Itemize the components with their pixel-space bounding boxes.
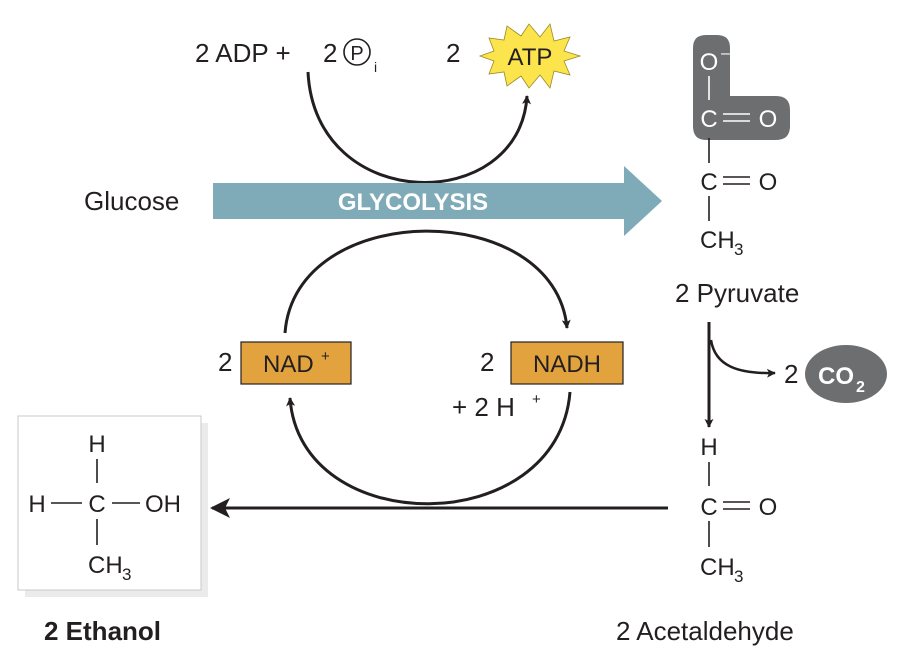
- pyruvate-c1: C: [700, 106, 717, 133]
- nad-cycle: 2 NAD + 2 NADH + 2 H +: [218, 229, 624, 506]
- ethanol-oh: OH: [145, 491, 181, 518]
- ethanol-name: 2 Ethanol: [44, 616, 161, 646]
- acetaldehyde-h: H: [700, 434, 717, 461]
- carboxyl-highlight: [693, 35, 790, 140]
- ethanol-c: C: [88, 491, 105, 518]
- nadh-coefficient: 2: [480, 347, 494, 377]
- acetaldehyde-ch3-subscript: 3: [734, 567, 743, 586]
- pyruvate-ch3-subscript: 3: [734, 240, 743, 259]
- nad-label: NAD: [263, 351, 314, 378]
- pyruvate-o2: O: [759, 169, 778, 196]
- nad-box: [240, 341, 352, 385]
- nad-coefficient: 2: [218, 347, 232, 377]
- phosphate-subscript: i: [374, 59, 377, 75]
- starburst-icon: [478, 23, 582, 89]
- ethanol-ch3-subscript: 3: [122, 565, 131, 584]
- co2-subscript: 2: [856, 379, 865, 396]
- ethanol-box: H H C OH CH 3: [17, 415, 208, 597]
- nadh-box: [510, 341, 624, 385]
- nadh-label: NADH: [533, 351, 601, 378]
- proton-charge: +: [532, 391, 541, 408]
- ethanol-h-left: H: [28, 491, 45, 518]
- nadh-protons: + 2 H: [452, 392, 515, 422]
- nad-to-nadh-arrow: [283, 229, 571, 334]
- acetaldehyde-o: O: [759, 494, 778, 521]
- decarboxylation-step: 2 CO 2: [704, 322, 887, 428]
- nad-charge: +: [321, 348, 330, 365]
- pyruvate-o1: O: [759, 106, 778, 133]
- glycolysis-label: GLYCOLYSIS: [338, 189, 488, 216]
- pyruvate-charge: –: [721, 45, 730, 62]
- acetaldehyde-ch3: CH: [700, 554, 735, 581]
- atp-coefficient: 2: [446, 38, 460, 68]
- atp-label: ATP: [508, 44, 553, 71]
- co2-release-arrow: [709, 339, 776, 378]
- nadh-to-nad-arrow: [286, 391, 572, 506]
- pyruvate-o-minus: O: [700, 49, 719, 76]
- circled-p-icon: P: [343, 38, 371, 66]
- atp-generation: 2 ADP + 2 P i 2 ATP: [195, 23, 582, 184]
- acetaldehyde-c: C: [700, 494, 717, 521]
- acetaldehyde-name: 2 Acetaldehyde: [616, 616, 794, 646]
- glycolysis-arrow: GLYCOLYSIS: [213, 166, 662, 236]
- pyruvate-ch3: CH: [700, 227, 735, 254]
- ethanol-h-top: H: [88, 431, 105, 458]
- ethanol-ch3: CH: [88, 552, 123, 579]
- pyruvate-name: 2 Pyruvate: [675, 278, 799, 308]
- gas-badge-icon: [805, 345, 887, 403]
- phosphate-symbol: P: [350, 43, 363, 65]
- co2-label: CO: [818, 363, 854, 390]
- pyruvate-c2: C: [700, 169, 717, 196]
- pyruvate-structure: O – C O C O CH 3: [693, 35, 790, 259]
- glucose-label: Glucose: [84, 186, 179, 216]
- pi-coefficient: 2: [323, 38, 337, 68]
- atp-curved-arrow: [306, 71, 532, 184]
- acetaldehyde-structure: H C O CH 3: [700, 434, 777, 586]
- adp-label: 2 ADP +: [195, 38, 291, 68]
- co2-coefficient: 2: [784, 359, 798, 389]
